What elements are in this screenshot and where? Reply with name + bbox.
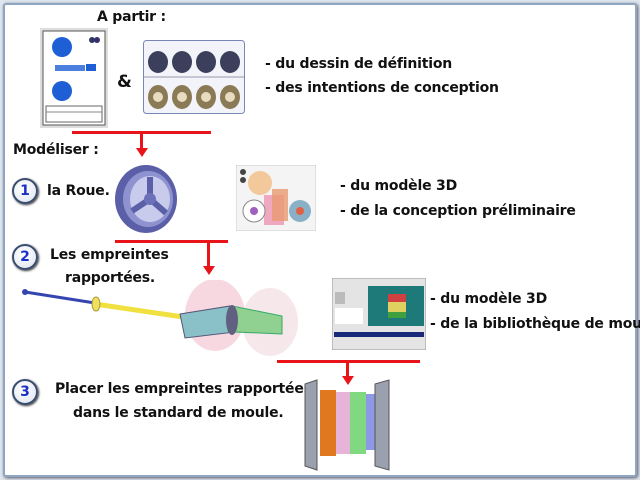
design-intent-wheels-image [143, 40, 245, 114]
intro-title: A partir : [97, 9, 166, 25]
step-number-badge: 3 [12, 379, 38, 405]
mold-standard-image [304, 379, 390, 471]
step-label: Placer les empreintes rapportées [55, 381, 312, 397]
arrow-head-icon [202, 266, 215, 275]
step-label: la Roue. [47, 183, 110, 199]
step-label: rapportées. [65, 270, 156, 286]
step-label: dans le standard de moule. [73, 405, 284, 421]
red-separator-line [72, 131, 211, 134]
preliminary-design-image [236, 165, 316, 231]
arrow-head-icon [341, 376, 354, 385]
wheel-3d-image [115, 165, 177, 233]
arrow-head-icon [135, 148, 148, 157]
insert-assembly-image [22, 280, 298, 356]
red-separator-line [277, 360, 420, 363]
definition-drawing-image [40, 28, 108, 128]
section-title: Modéliser : [13, 142, 99, 158]
step-label: Les empreintes [50, 247, 169, 263]
step-bullet: - de la bibliothèque de moule [430, 316, 640, 332]
arrow-down-icon [140, 133, 143, 149]
step-number-badge: 1 [12, 178, 38, 204]
source-bullet: - des intentions de conception [265, 80, 499, 96]
ampersand: & [117, 72, 132, 92]
arrow-down-icon [346, 362, 349, 377]
arrow-down-icon [207, 242, 210, 267]
mold-library-screenshot-image [332, 278, 426, 350]
source-bullet: - du dessin de définition [265, 56, 453, 72]
step-bullet: - de la conception préliminaire [340, 203, 576, 219]
step-bullet: - du modèle 3D [340, 178, 457, 194]
red-separator-line [115, 240, 228, 243]
step-number-badge: 2 [12, 244, 38, 270]
step-bullet: - du modèle 3D [430, 291, 547, 307]
